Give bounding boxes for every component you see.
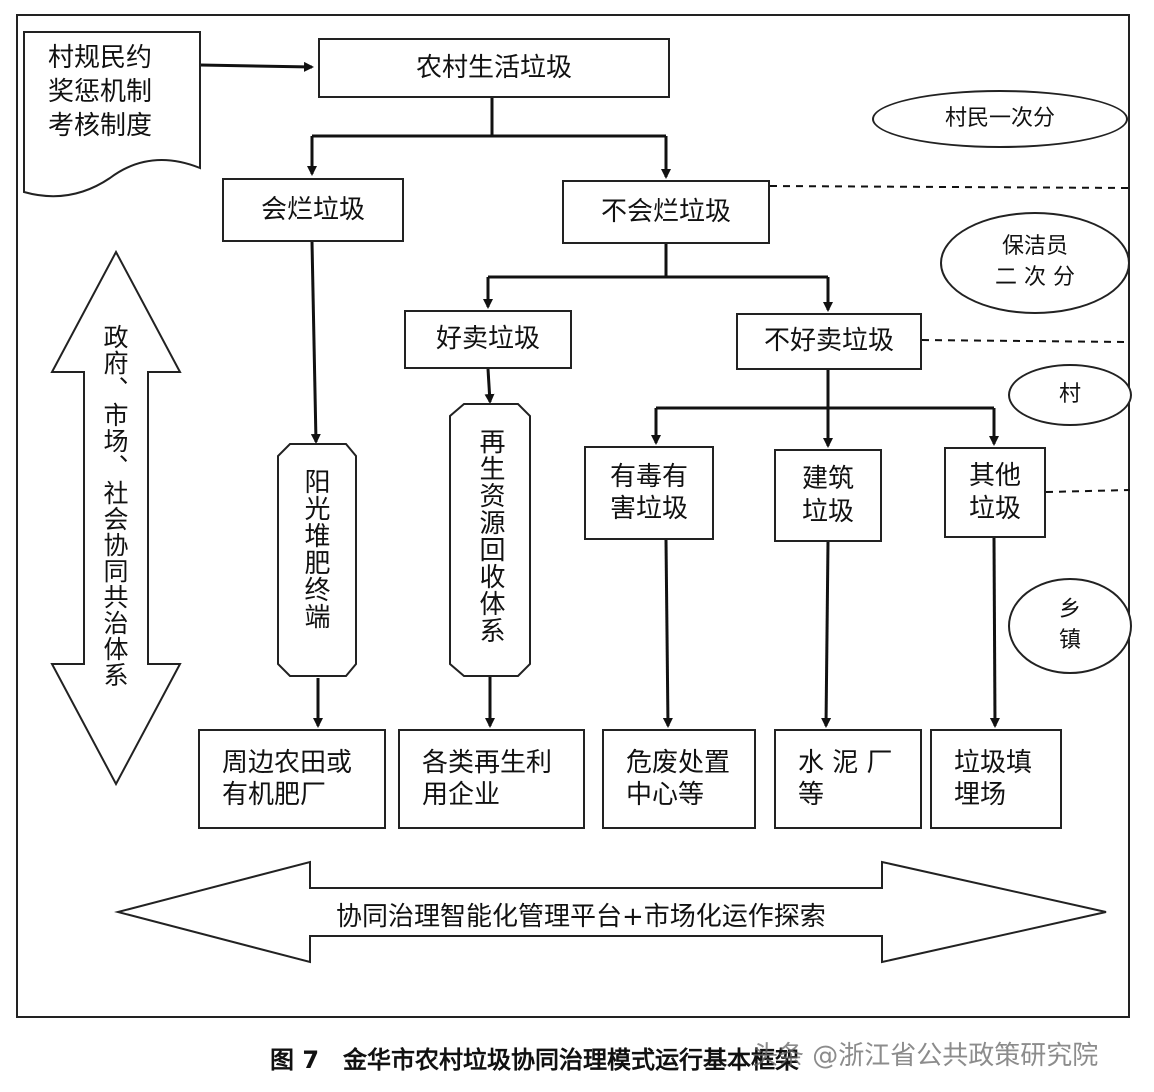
landfill-box: 垃圾填 埋场 (930, 729, 1062, 829)
village-ellipse: 村 (1008, 364, 1132, 426)
cleaner-sort-ellipse: 保洁员 二 次 分 (940, 212, 1130, 314)
hazard-center-box: 危废处置 中心等 (602, 729, 756, 829)
edge-hazardous-to-center (662, 539, 673, 728)
hazardous-waste-box: 有毒有 害垃圾 (584, 446, 714, 540)
recycle-enterprise-box: 各类再生利 用企业 (398, 729, 585, 829)
platform-text: 协同治理智能化管理平台+市场化运作探索 (336, 902, 826, 932)
figure-caption: 图 7 金华市农村垃圾协同治理模式运行基本框架 (270, 1046, 800, 1074)
construction-waste-box: 建筑 垃圾 (774, 449, 882, 542)
level-separator (921, 339, 1131, 343)
non-degradable-waste-box: 不会烂垃圾 (562, 180, 770, 244)
watermark: 头条 @浙江省公共政策研究院 (752, 1041, 1099, 1071)
farmland-box: 周边农田或 有机肥厂 (198, 729, 386, 829)
edge-sellable-to-recycling (484, 368, 495, 404)
cement-plant-box: 水 泥 厂 等 (774, 729, 922, 829)
edge-rules-to-waste (199, 61, 314, 72)
other-waste-box: 其他 垃圾 (944, 447, 1046, 538)
township-label: 乡 镇 (1058, 597, 1081, 653)
degradable-waste-box: 会烂垃圾 (222, 178, 404, 242)
compost-terminal-text: 阳光堆肥终端 (300, 468, 330, 630)
level-separator (769, 185, 1131, 189)
level-separator (1045, 489, 1131, 493)
rural-waste-box: 农村生活垃圾 (318, 38, 670, 98)
edge-degradable-to-compost (310, 241, 321, 444)
vertical-double-arrow (50, 249, 182, 787)
villager-sort-label: 村民一次分 (944, 105, 1055, 131)
edge-construction-to-cement (821, 541, 832, 728)
villager-sort-ellipse: 村民一次分 (872, 90, 1128, 148)
recycling-system-text: 再生资源回收体系 (475, 428, 505, 644)
recycling-scroll-shape (449, 403, 531, 677)
co-governance-text: 政府、市场、社会协同共治体系 (100, 324, 129, 688)
cleaner-sort-label: 保洁员 二 次 分 (995, 234, 1075, 290)
sellable-waste-box: 好卖垃圾 (404, 310, 572, 369)
rules-doc-text: 村规民约 奖惩机制 考核制度 (48, 43, 153, 141)
diagram-frame (16, 14, 1130, 1018)
village-label: 村 (1058, 381, 1081, 407)
rules-doc-shape (23, 31, 201, 198)
horizontal-double-arrow (114, 860, 1107, 964)
edge-other-to-landfill (989, 537, 1000, 728)
township-ellipse: 乡 镇 (1008, 578, 1132, 674)
compost-scroll-shape (277, 443, 357, 677)
unsellable-waste-box: 不好卖垃圾 (736, 313, 922, 370)
